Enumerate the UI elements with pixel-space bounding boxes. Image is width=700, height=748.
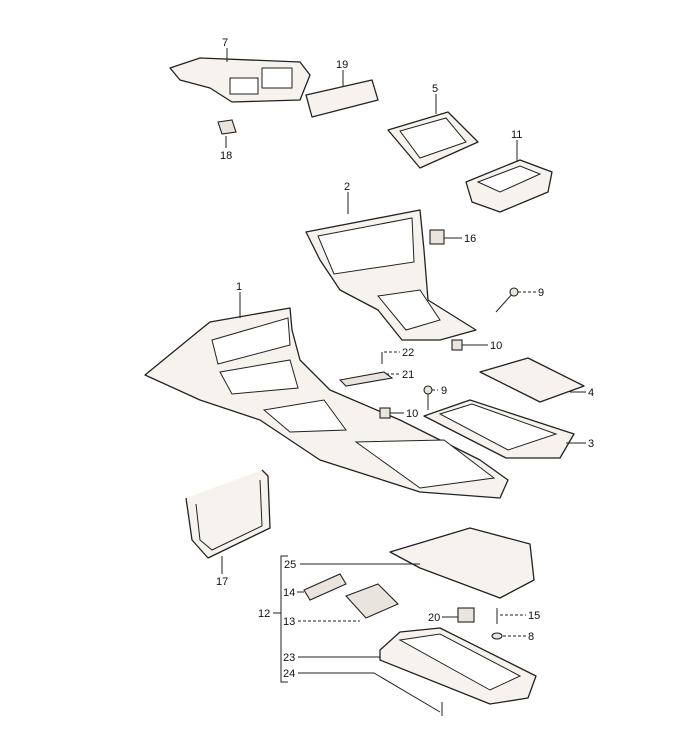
callout-21: 21 [402,369,414,381]
part-10-clip-a [451,339,488,351]
part-7-front-trim [169,48,311,103]
part-9-screw-b [423,385,438,410]
part-3-tray [423,399,586,459]
callout-22: 22 [402,347,414,359]
part-22-pin [381,351,400,364]
part-11-tray [465,140,553,213]
part-1-console-body [144,292,509,499]
callout-5: 5 [432,83,438,95]
part-14-hinge [297,573,347,601]
part-9-screw [495,287,536,313]
part-23-storage-box [298,627,537,705]
callout-17: 17 [216,576,228,588]
callout-1: 1 [236,281,242,293]
part-4-insert [479,357,586,403]
callout-20: 20 [428,612,440,624]
callout-9b: 9 [441,385,447,397]
part-13-plate [298,583,399,622]
part-18-clip [217,119,237,148]
part-19-cover [305,70,379,118]
part-5-frame [387,94,479,169]
callout-23: 23 [283,652,295,664]
callout-12: 12 [258,608,270,620]
callout-2: 2 [344,181,350,193]
callout-16: 16 [464,233,476,245]
part-17-bracket [185,469,271,574]
callout-25: 25 [284,559,296,571]
callout-11: 11 [511,129,522,141]
callout-14: 14 [283,587,295,599]
part-24-screw [298,672,443,716]
part-15-screw [496,608,526,624]
callout-19: 19 [336,59,348,71]
part-10-clip-b [379,407,404,419]
part-2-center-panel [305,192,477,341]
part-25-armrest-lid [300,527,535,599]
callout-15: 15 [528,610,540,622]
callout-24: 24 [283,668,295,680]
callout-7: 7 [222,37,228,49]
part-21-bracket [338,371,400,387]
callout-3: 3 [588,438,594,450]
group-12-bracket [273,555,288,683]
part-8-washer [491,632,526,640]
callout-8: 8 [528,631,534,643]
callout-10a: 10 [490,340,502,352]
callout-4: 4 [588,387,594,399]
part-16-switch [429,229,462,245]
part-20-latch [442,607,475,623]
callout-13: 13 [283,616,295,628]
callout-18: 18 [220,150,232,162]
callout-9a: 9 [538,287,544,299]
callout-10b: 10 [406,408,418,420]
